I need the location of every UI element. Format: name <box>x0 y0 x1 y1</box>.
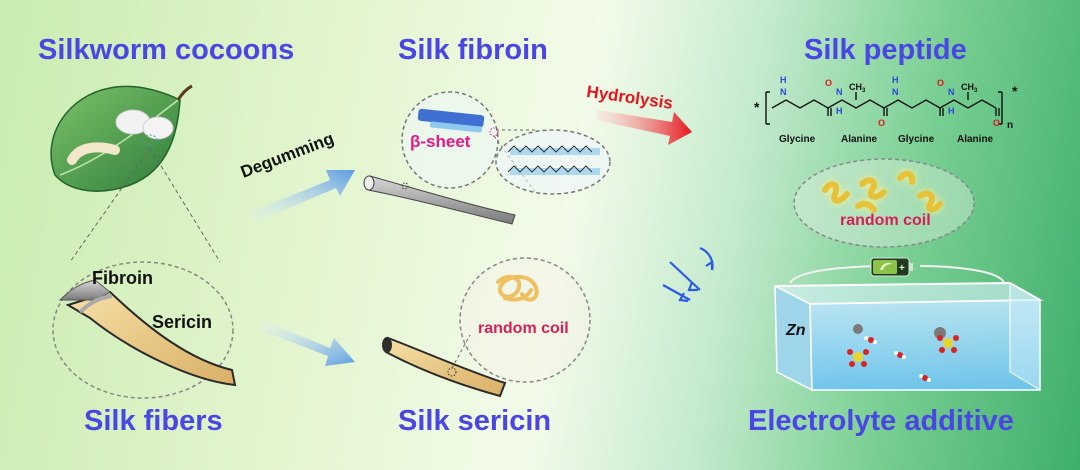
ion-molecules <box>847 324 959 382</box>
sericin-fiber-illustration <box>382 334 507 398</box>
sericin-arrow <box>260 320 355 366</box>
title-silk-fibroin: Silk fibroin <box>398 34 548 66</box>
methyl-label: CH3 <box>849 82 866 94</box>
peptide-random-coil-label: random coil <box>840 212 931 229</box>
magnify-lines-leaf <box>69 147 221 263</box>
sericin-label: Sericin <box>152 312 213 332</box>
atom-h: H <box>780 75 787 85</box>
atom-h: H <box>948 106 955 116</box>
silk-fibers-circle <box>52 261 234 399</box>
battery-icon: + <box>870 257 913 277</box>
beta-sheet-zoom <box>493 129 611 195</box>
fibroin-fiber-illustration <box>363 175 516 225</box>
atom-o: O <box>937 78 944 88</box>
atom-h: H <box>836 106 843 116</box>
title-silk-sericin: Silk sericin <box>398 405 552 437</box>
residue-label: Alanine <box>841 134 878 145</box>
zn-label: Zn <box>786 322 806 339</box>
title-silk-fibers: Silk fibers <box>84 405 223 437</box>
residue-label: Glycine <box>779 134 816 145</box>
atom-o: O <box>878 118 885 128</box>
atom-n: N <box>948 87 955 97</box>
beta-sheet-helix <box>417 108 499 137</box>
fiber-bundle-illustration <box>58 279 237 387</box>
degumming-arrow <box>250 170 355 222</box>
svg-text:+: + <box>899 263 905 274</box>
sericin-coil-circle <box>459 257 591 383</box>
residue-labels: Glycine Alanine Glycine Alanine <box>779 134 994 145</box>
fibroin-label: Fibroin <box>92 268 153 288</box>
peptide-coil-circle <box>793 158 975 248</box>
peptide-structure <box>765 91 1003 125</box>
methyl-label: CH3 <box>961 82 978 94</box>
atom-n: N <box>780 87 787 97</box>
atom-h: H <box>892 75 899 85</box>
title-electrolyte-additive: Electrolyte additive <box>748 405 1014 437</box>
leaf-illustration <box>50 84 193 192</box>
peptide-n-subscript: n <box>1007 120 1013 131</box>
hydrolysis-arrow <box>596 110 692 145</box>
residue-label: Alanine <box>957 134 994 145</box>
title-silkworm-cocoons: Silkworm cocoons <box>38 34 295 66</box>
atom-o: O <box>825 78 832 88</box>
beta-sheet-label: β-sheet <box>410 132 471 151</box>
peptide-atoms: * * n H N N H H N N H O O O O CH3 CH3 <box>754 75 1018 131</box>
peptide-star-right: * <box>1012 83 1018 99</box>
residue-label: Glycine <box>898 134 935 145</box>
sericin-random-coil <box>496 274 539 302</box>
peptide-star-left: * <box>754 99 760 115</box>
atom-n: N <box>892 87 899 97</box>
electrolyte-tank <box>774 265 1044 392</box>
atom-n: N <box>836 87 843 97</box>
atom-o: O <box>993 118 1000 128</box>
sericin-random-coil-label: random coil <box>478 320 569 337</box>
peptide-random-coils <box>822 170 943 213</box>
flow-swooshes <box>662 246 714 303</box>
title-silk-peptide: Silk peptide <box>804 34 967 66</box>
